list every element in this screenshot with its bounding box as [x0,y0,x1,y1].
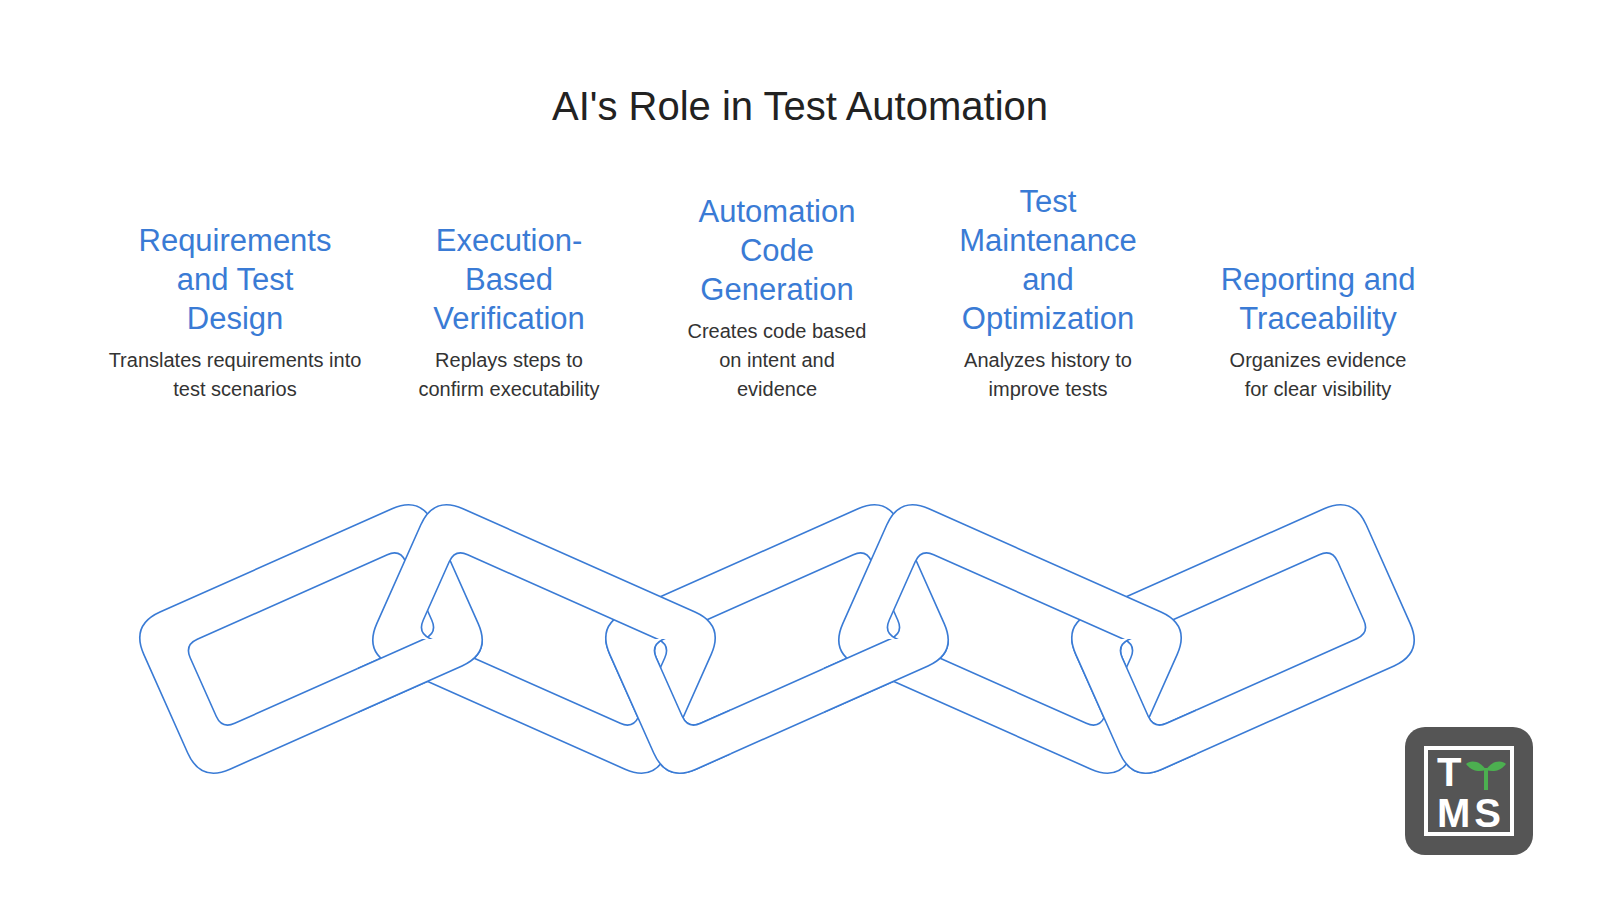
chain-link [358,639,492,782]
stage-description: Creates code based on intent and evidenc… [680,317,875,404]
stage-heading: Execution-Based Verification [409,221,609,338]
chain-link-ring [1063,496,1423,782]
logo-letters: MS [1437,793,1505,833]
stage-heading: Reporting and Traceability [1198,260,1438,338]
stage-column: Test Maintenance and OptimizationAnalyze… [943,182,1153,404]
chain-link-overlap [358,639,492,782]
chain-link-ring [1063,639,1197,782]
chain-link [824,639,958,782]
logo-frame [1426,748,1512,834]
logo-sprout-leaf [1466,762,1486,772]
logo-sprout-stem [1484,768,1488,790]
chain-link [1063,639,1197,782]
stage-description: Analyzes history to improve tests [943,346,1153,404]
stage-heading: Requirements and Test Design [130,221,340,338]
logo-sprout-leaf [1486,762,1506,772]
chain-link-overlap [1063,639,1197,782]
chain-link-ring [824,639,958,782]
stage-heading: Test Maintenance and Optimization [948,182,1148,338]
chain-links [131,496,1423,782]
stage-description: Translates requirements into test scenar… [100,346,370,404]
stage-description: Organizes evidence for clear visibility [1223,346,1413,404]
chain-link-overlap [824,639,958,782]
chain-link-ring [597,639,731,782]
logo-tile [1405,727,1533,855]
stage-column: Execution-Based VerificationReplays step… [402,221,617,404]
chain-link [1063,496,1423,782]
logo [1405,727,1533,855]
chain-link [597,639,731,782]
chain-link-overlap [597,639,731,782]
stage-column: Requirements and Test DesignTranslates r… [100,221,370,404]
diagram-title: AI's Role in Test Automation [0,82,1600,130]
stage-description: Replays steps to confirm executability [402,346,617,404]
stage-column: Automation Code GenerationCreates code b… [680,192,875,404]
logo-letters: T [1437,752,1465,792]
chain-link-ring [358,639,492,782]
stage-column: Reporting and TraceabilityOrganizes evid… [1198,260,1438,404]
stage-heading: Automation Code Generation [682,192,872,309]
